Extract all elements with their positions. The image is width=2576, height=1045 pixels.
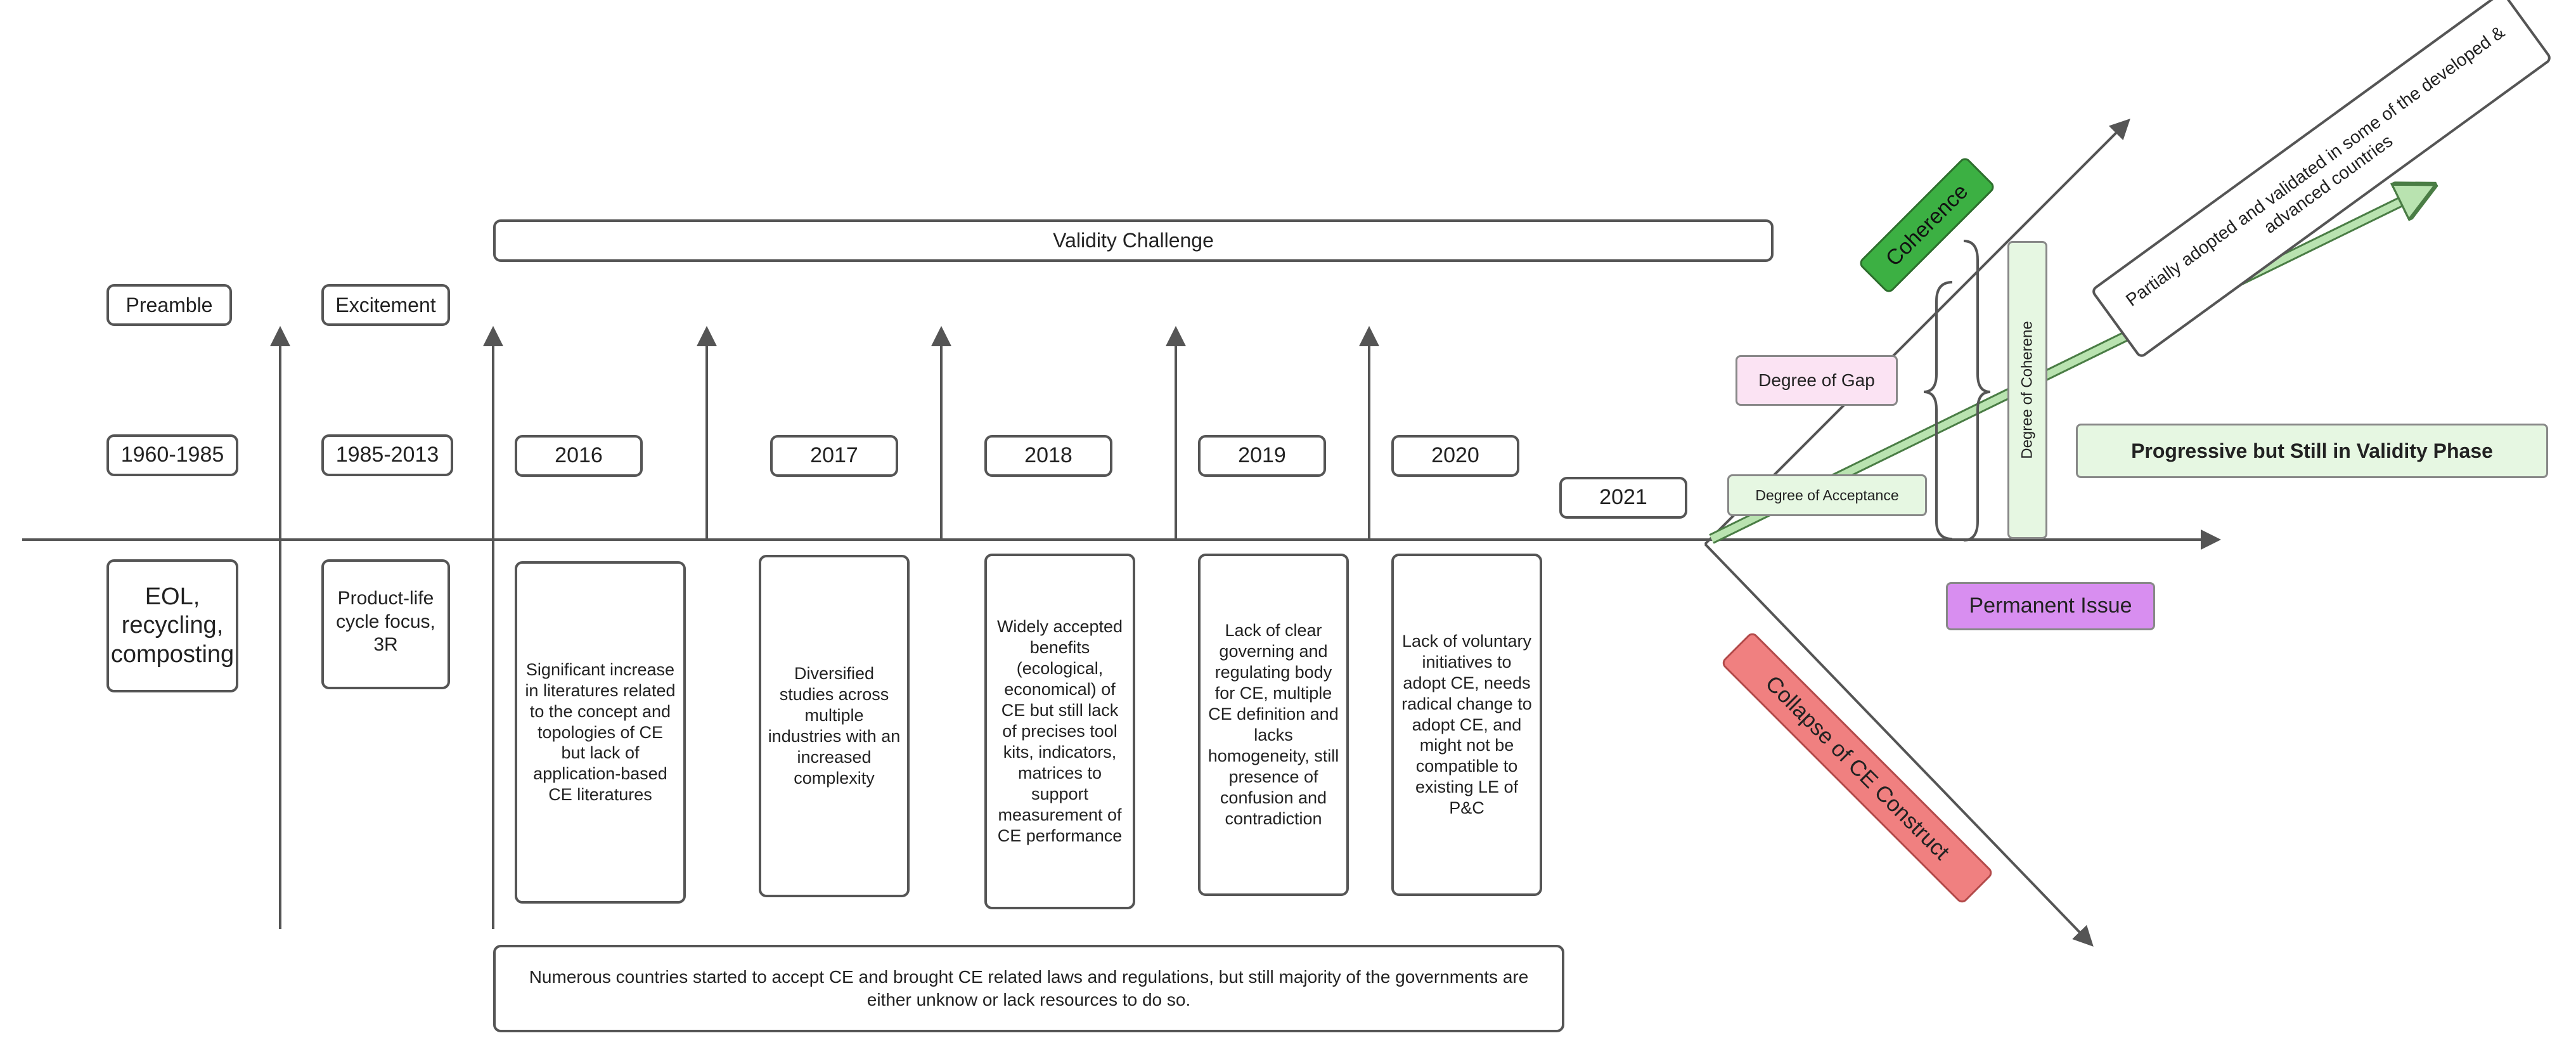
permanent-issue-label: Permanent Issue	[1946, 582, 2155, 630]
phase-validity-challenge: Validity Challenge	[493, 219, 1774, 262]
degree-of-acceptance: Degree of Acceptance	[1727, 474, 1927, 516]
degree-of-coherene-box	[2007, 241, 2047, 539]
desc-1960-1985: EOL, recycling, composting	[106, 559, 238, 692]
year-2019: 2019	[1198, 435, 1326, 477]
collapse-arrow	[1704, 543, 2094, 947]
year-2018: 2018	[984, 435, 1112, 477]
desc-2019: Lack of clear governing and regulating b…	[1198, 554, 1349, 896]
phase-preamble: Preamble	[106, 284, 232, 326]
year-1960-1985: 1960-1985	[106, 434, 238, 476]
coherence-brace	[1963, 240, 1991, 542]
year-2020: 2020	[1391, 435, 1519, 477]
year-1985-2013: 1985-2013	[321, 434, 453, 476]
progressive-label: Progressive but Still in Validity Phase	[2076, 424, 2548, 478]
desc-2016: Significant increase in literatures rela…	[515, 561, 686, 904]
bottom-note: Numerous countries started to accept CE …	[493, 945, 1564, 1032]
degree-of-gap: Degree of Gap	[1736, 355, 1898, 406]
gap-brace	[1923, 281, 1953, 540]
year-2017: 2017	[770, 435, 898, 477]
phase-excitement: Excitement	[321, 284, 450, 326]
year-2016: 2016	[515, 435, 643, 477]
desc-1985-2013: Product-life cycle focus, 3R	[321, 559, 450, 689]
coherence-arrow	[1704, 119, 2130, 545]
year-2021: 2021	[1559, 477, 1687, 519]
degree-of-coherene-label: Degree of Coherene	[2018, 321, 2036, 459]
desc-2020: Lack of voluntary initiatives to adopt C…	[1391, 554, 1542, 896]
desc-2017: Diversified studies across multiple indu…	[759, 555, 910, 897]
desc-2018: Widely accepted benefits (ecological, ec…	[984, 554, 1135, 909]
